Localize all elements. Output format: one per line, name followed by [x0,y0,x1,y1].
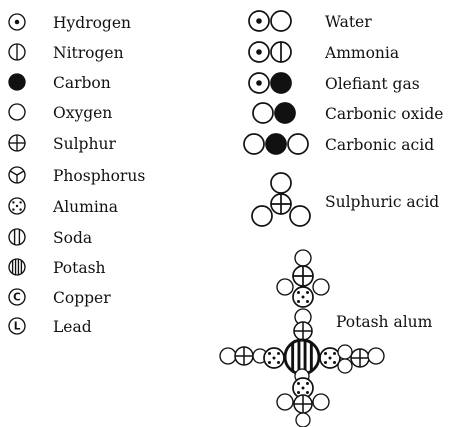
alum-sulphur-atom-icon [234,346,254,366]
carbonic-acid-carbon-atom-icon [265,133,287,155]
legend-row-carbon: Carbon [8,73,111,92]
compound-carbonic-acid: Carbonic acid [243,133,434,155]
hydrogen-label: Hydrogen [53,14,131,32]
legend-row-lead: L Lead [8,317,92,336]
oxygen-symbol-icon [8,103,26,121]
alum-oxygen-atom-icon [276,393,294,411]
copper-symbol-icon: C [8,288,26,306]
sulphuric-acid-label: Sulphuric acid [325,193,439,211]
alum-oxygen-atom-icon [294,249,312,267]
alum-sulphur-atom-icon [293,394,313,414]
carbonic-oxide-carbon-atom-icon [274,102,296,124]
soda-symbol-icon [8,228,26,246]
ammonia-label: Ammonia [324,44,399,62]
element-legend: Hydrogen Nitrogen Carbon Oxygen Sulphur … [8,13,145,336]
carbonic-oxide-oxygen-atom-icon [252,102,274,124]
olefiant-gas-carbon-atom-icon [270,72,292,94]
alumina-label: Alumina [52,198,118,216]
alum-sulphur-atom-icon [292,265,314,287]
potash-alum-label: Potash alum [336,313,433,331]
alum-oxygen-atom-icon [337,358,353,374]
water-oxygen-atom-icon [270,10,292,32]
phosphorus-symbol-icon [8,166,26,184]
alum-oxygen-atom-icon [312,278,330,296]
compound-list: Water Ammonia Olefiant gas Carbonic oxid… [219,10,443,427]
carbon-label: Carbon [53,74,111,92]
carbonic-oxide-label: Carbonic oxide [325,105,443,123]
legend-row-phosphorus: Phosphorus [8,166,145,185]
lead-symbol-icon: L [8,317,26,335]
olefiant-gas-hydrogen-atom-icon [248,72,270,94]
compound-olefiant-gas: Olefiant gas [248,72,420,94]
potash-label: Potash [53,259,106,277]
alum-oxygen-atom-icon [276,278,294,296]
carbonic-acid-oxygen-atom-icon [243,133,265,155]
hydrogen-symbol-icon [8,13,26,31]
sulphuric-acid-oxygen-atom-icon [270,172,292,194]
alum-potash-atom-icon [283,338,321,376]
ammonia-nitrogen-atom-icon [270,41,292,63]
compound-potash-alum: Potash alum [219,249,433,427]
nitrogen-symbol-icon [8,43,26,61]
alum-oxygen-atom-icon [367,347,385,365]
compound-water: Water [248,10,372,32]
legend-row-copper: C Copper [8,288,111,307]
alum-sulphur-atom-icon [293,321,313,341]
water-hydrogen-atom-icon [248,10,270,32]
sulphur-symbol-icon [8,134,26,152]
soda-label: Soda [53,229,92,247]
phosphorus-label: Phosphorus [53,167,145,185]
sulphuric-acid-oxygen-atom-icon [289,205,311,227]
legend-row-oxygen: Oxygen [8,103,112,122]
alumina-symbol-icon [8,197,26,215]
alum-alumina-atom-icon [292,286,314,308]
alum-oxygen-atom-icon [219,347,237,365]
legend-row-potash: Potash [8,258,106,277]
olefiant-gas-label: Olefiant gas [325,75,420,93]
carbonic-acid-oxygen-atom-icon [287,133,309,155]
alum-alumina-atom-icon [263,347,285,369]
carbonic-acid-label: Carbonic acid [325,136,434,154]
alum-alumina-atom-icon [319,347,341,369]
alum-oxygen-atom-icon [337,344,353,360]
sulphuric-acid-sulphur-atom-icon [270,193,292,215]
ammonia-hydrogen-atom-icon [248,41,270,63]
alum-oxygen-atom-icon [312,393,330,411]
legend-row-alumina: Alumina [8,197,118,216]
compound-carbonic-oxide: Carbonic oxide [252,102,443,124]
nitrogen-label: Nitrogen [53,44,124,62]
sulphuric-acid-oxygen-atom-icon [251,205,273,227]
copper-label: Copper [53,289,111,307]
legend-row-sulphur: Sulphur [8,134,116,153]
alum-sulphur-atom-icon [350,348,370,368]
sulphur-label: Sulphur [53,135,116,153]
compound-ammonia: Ammonia [248,41,399,63]
lead-label: Lead [53,318,92,336]
carbon-symbol-icon [8,73,26,91]
legend-row-soda: Soda [8,228,92,247]
legend-row-hydrogen: Hydrogen [8,13,131,32]
potash-symbol-icon [8,258,26,276]
alum-alumina-atom-icon [292,377,314,399]
oxygen-label: Oxygen [53,104,112,122]
water-label: Water [325,13,372,31]
svg-text:L: L [14,321,21,333]
alum-oxygen-atom-icon [295,412,311,427]
legend-row-nitrogen: Nitrogen [8,43,124,62]
compound-sulphuric-acid: Sulphuric acid [251,172,439,227]
svg-text:C: C [13,292,21,304]
